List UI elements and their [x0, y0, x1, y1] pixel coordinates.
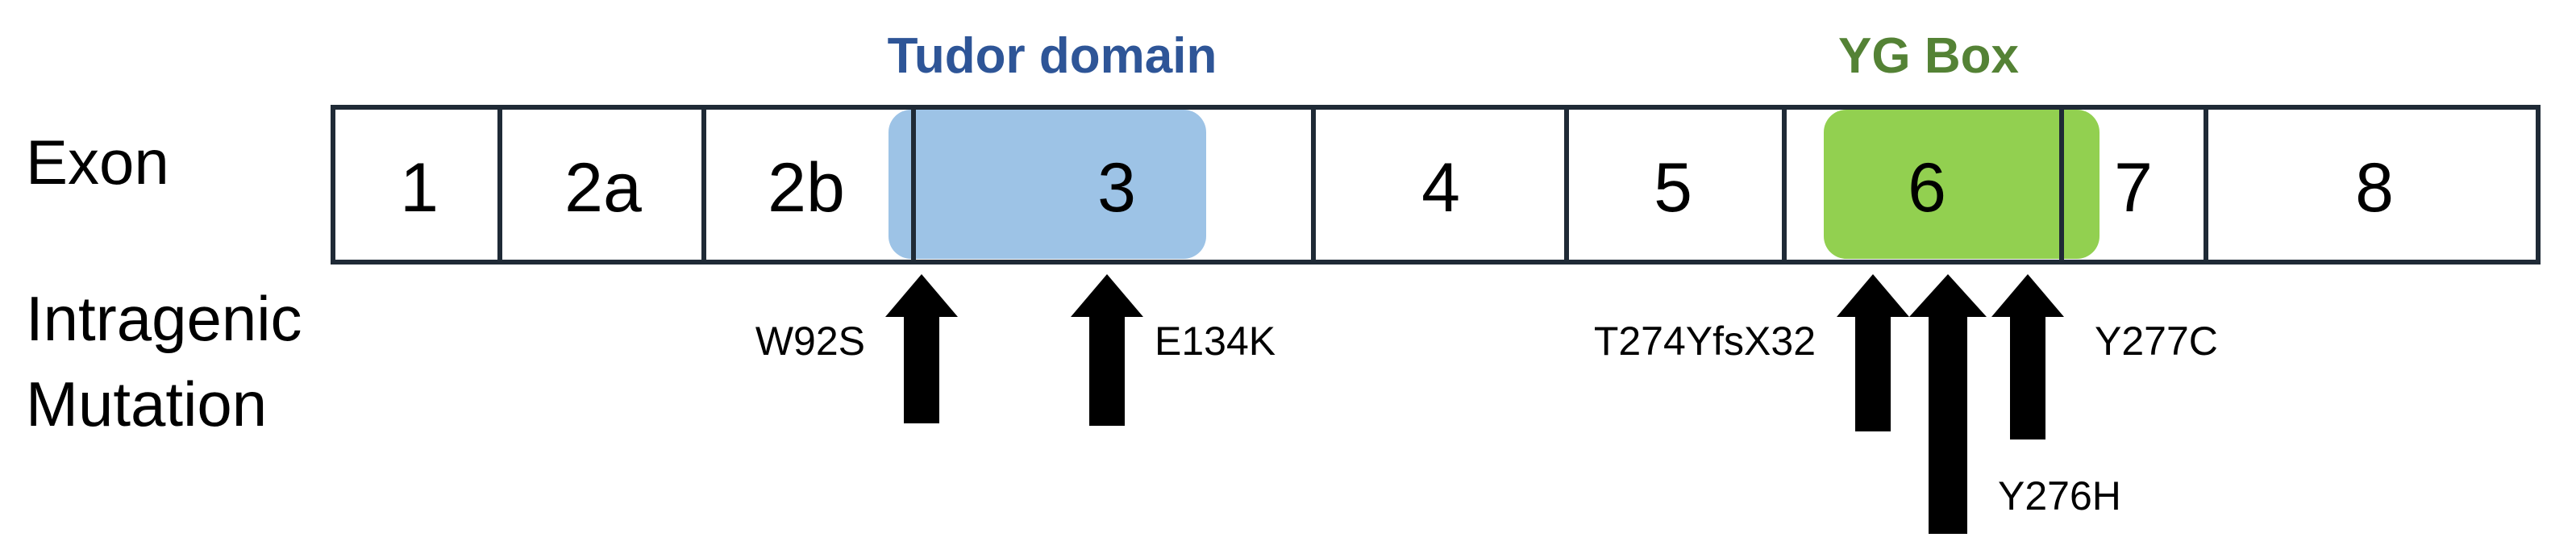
mutation-label-y276h: Y276H — [1998, 473, 2121, 519]
arrow-y277c — [1991, 274, 2064, 439]
mutation-label-e134k: E134K — [1155, 319, 1276, 364]
exon-label-7: 7 — [2114, 149, 2153, 227]
exon-row-label: Exon — [26, 127, 169, 198]
exon-label-2a: 2a — [564, 149, 642, 227]
exon-box-8 — [2204, 105, 2541, 265]
arrow-y276h — [1909, 274, 1987, 534]
tudor-domain-highlight — [888, 110, 1206, 259]
exon-label-3: 3 — [1097, 149, 1136, 227]
mutation-labels: W92S E134K T274YfsX32 Y277C Y276H — [755, 319, 2218, 519]
yg-box-label: YG Box — [1838, 28, 2019, 84]
exon-track — [331, 105, 2541, 265]
mutation-label-w92s: W92S — [755, 319, 865, 364]
exon-label-6: 6 — [1908, 149, 1946, 227]
exon-label-5: 5 — [1654, 149, 1692, 227]
yg-box-highlight — [1824, 110, 2100, 259]
arrow-t274yfsx32 — [1837, 274, 1909, 431]
exon-label-2b: 2b — [768, 149, 845, 227]
mutation-arrows — [885, 274, 2064, 534]
exon-label-8: 8 — [2355, 149, 2394, 227]
mutation-row-label-line1: Intragenic — [26, 283, 302, 354]
tudor-domain-label: Tudor domain — [888, 28, 1217, 84]
exon-label-1: 1 — [400, 149, 439, 227]
exon-label-4: 4 — [1421, 149, 1460, 227]
exon-numbers: 1 2a 2b 3 4 5 6 7 8 — [400, 149, 2394, 227]
mutation-label-y277c: Y277C — [2095, 319, 2218, 364]
arrow-e134k — [1071, 274, 1143, 426]
mutation-row-label-line2: Mutation — [26, 369, 267, 439]
arrow-w92s — [885, 274, 958, 423]
mutation-label-t274yfsx32: T274YfsX32 — [1594, 319, 1816, 364]
